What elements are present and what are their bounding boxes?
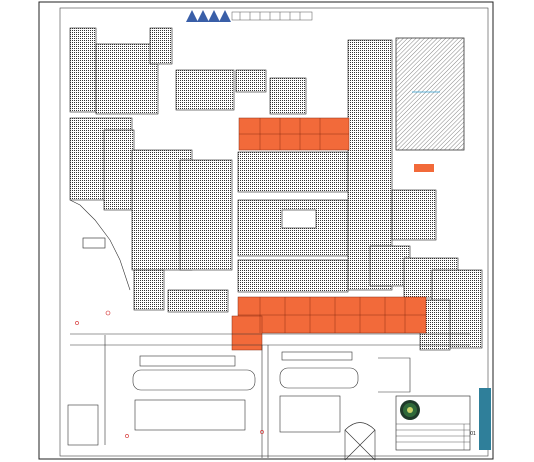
central-courtyard [281, 209, 317, 229]
roof-panels [186, 10, 231, 22]
small-block-west [82, 237, 106, 249]
hatched-court [395, 37, 465, 151]
red-markers [75, 310, 264, 438]
side-strip [479, 388, 491, 450]
building-east [403, 257, 483, 351]
hospital-seal-icon [400, 400, 420, 420]
site-lines [69, 199, 470, 458]
highlight-south-left [231, 315, 263, 351]
building-west [69, 117, 233, 313]
highlight-room-lines [238, 118, 426, 333]
parking-lots [67, 351, 411, 446]
roof-panels-strip [231, 11, 313, 21]
sheet-number: 01 [470, 431, 476, 437]
sheet-inner-border [59, 7, 489, 457]
building-central [237, 39, 437, 293]
sheet-border [38, 1, 494, 460]
legend-swatch [414, 164, 434, 172]
curved-walk [344, 422, 376, 461]
building-northwest [69, 27, 307, 115]
